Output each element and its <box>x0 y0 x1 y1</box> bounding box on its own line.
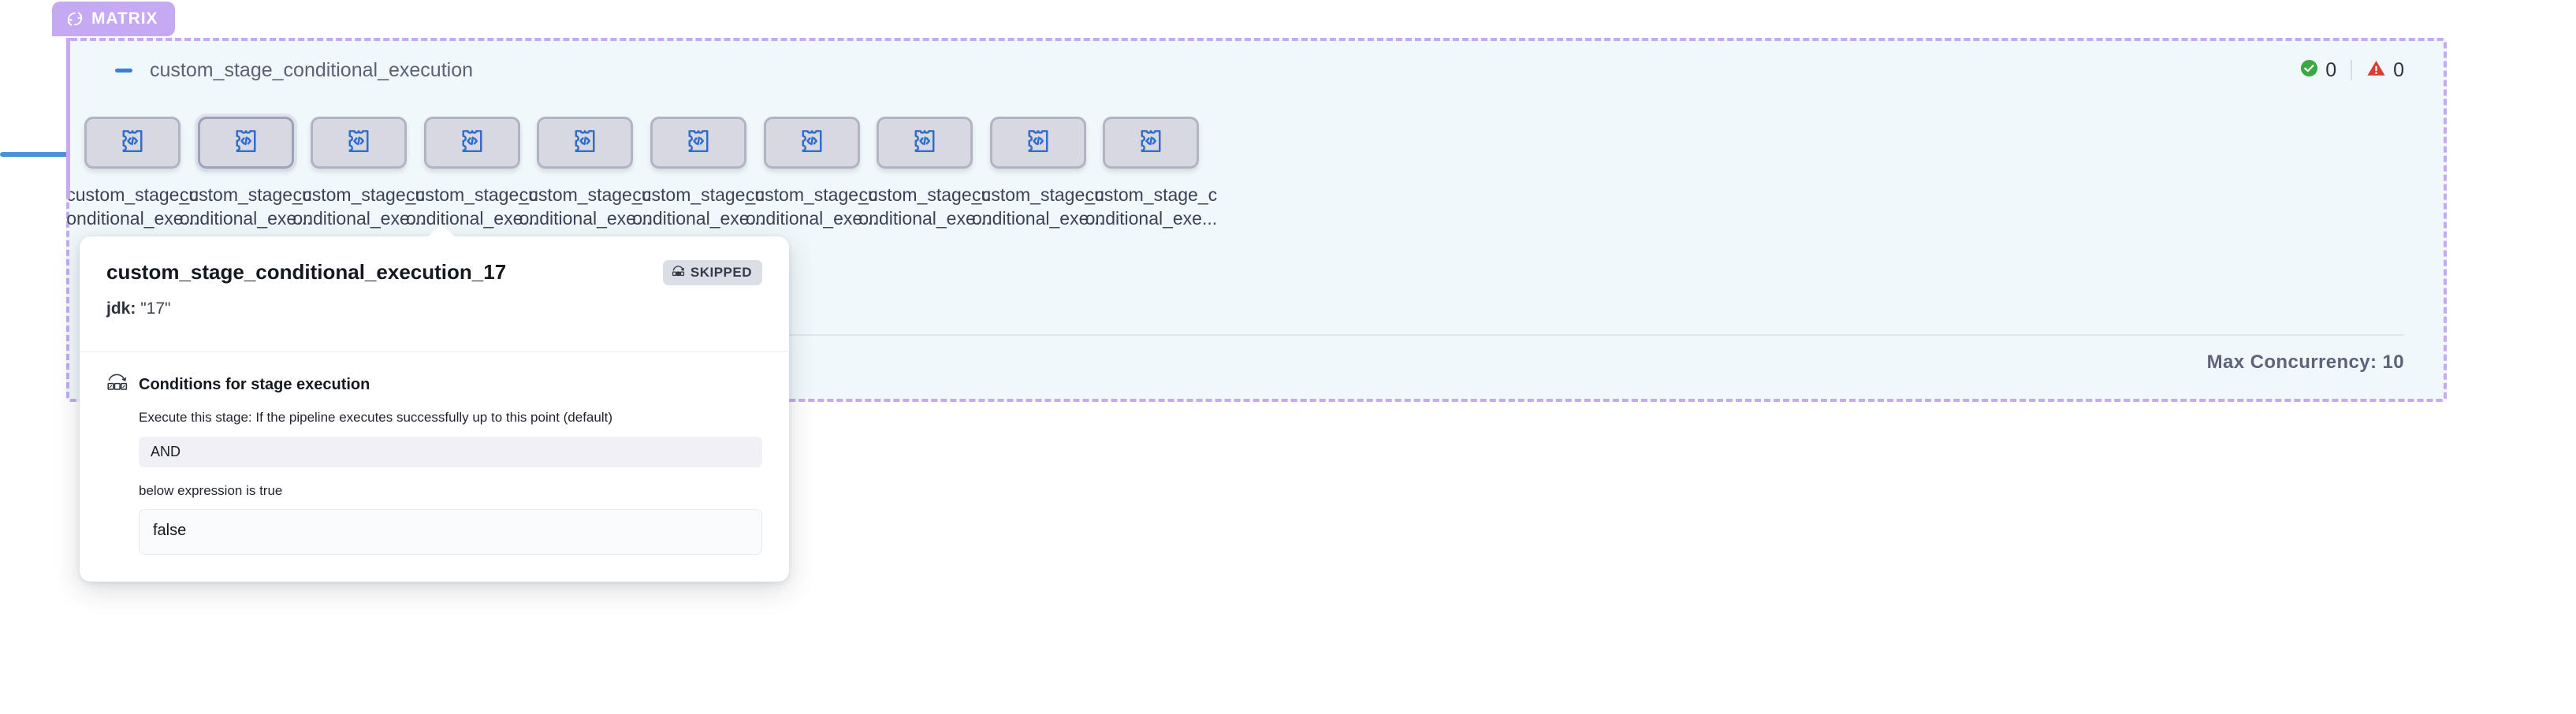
matrix-node-label: custom_stage_conditional_exe... <box>745 184 878 229</box>
custom-stage-code-icon <box>233 128 259 158</box>
counter-divider <box>2351 60 2353 80</box>
tooltip-matrix-value: "17" <box>140 299 171 318</box>
incoming-connector-edge <box>0 152 73 157</box>
matrix-node-2[interactable]: custom_stage_conditional_exe... <box>169 117 323 230</box>
custom-stage-code-icon <box>1137 128 1164 158</box>
custom-stage-code-icon <box>1025 128 1052 158</box>
status-counters: 0 0 <box>2300 59 2404 82</box>
matrix-node-label: custom_stage_conditional_exe... <box>292 184 425 229</box>
custom-stage-code-icon <box>459 128 486 158</box>
footer-divider <box>765 334 2404 336</box>
matrix-group-footer: Max Concurrency: 10 <box>110 334 2404 381</box>
custom-stage-code-icon <box>798 128 825 158</box>
matrix-node-10[interactable]: custom_stage_conditional_exe... <box>1074 117 1228 230</box>
stage-detail-tooltip: custom_stage_conditional_execution_17 SK… <box>80 225 789 582</box>
matrix-node-box[interactable] <box>197 117 294 169</box>
loop-refresh-icon <box>66 10 84 28</box>
matrix-node-box[interactable] <box>537 117 634 169</box>
success-count: 0 <box>2300 59 2351 82</box>
matrix-node-label: custom_stage_conditional_exe... <box>66 184 199 229</box>
matrix-type-tab[interactable]: MATRIX <box>52 2 176 36</box>
conditions-skip-icon <box>106 373 128 396</box>
matrix-node-box[interactable] <box>650 117 746 169</box>
matrix-node-6[interactable]: custom_stage_conditional_exe... <box>621 117 776 230</box>
matrix-node-label: custom_stage_conditional_exe... <box>179 184 312 229</box>
failure-count-value: 0 <box>2393 58 2404 81</box>
matrix-node-9[interactable]: custom_stage_conditional_exe... <box>961 117 1115 230</box>
matrix-node-box[interactable] <box>423 117 520 169</box>
tooltip-matrix-axis: jdk: "17" <box>106 299 762 318</box>
minus-collapse-icon[interactable] <box>110 57 137 84</box>
custom-stage-code-icon <box>911 128 938 158</box>
success-count-value: 0 <box>2325 58 2337 81</box>
matrix-node-label: custom_stage_conditional_exe... <box>1085 184 1218 229</box>
check-circle-icon <box>2300 59 2318 81</box>
conditions-section-title: Conditions for stage execution <box>139 375 370 393</box>
condition-operator: AND <box>139 436 762 467</box>
matrix-node-label: custom_stage_conditional_exe... <box>519 184 652 229</box>
matrix-node-1[interactable]: custom_stage_conditional_exe... <box>55 117 210 230</box>
matrix-node-7[interactable]: custom_stage_conditional_exe... <box>735 117 889 230</box>
skip-over-icon <box>672 265 685 281</box>
matrix-node-box[interactable] <box>989 117 1086 169</box>
matrix-group-header: custom_stage_conditional_execution 0 <box>69 41 2444 99</box>
matrix-group-left-accent <box>66 38 70 199</box>
matrix-node-8[interactable]: custom_stage_conditional_exe... <box>847 117 1002 230</box>
matrix-node-box[interactable] <box>763 117 860 169</box>
expression-value: false <box>139 508 762 555</box>
matrix-node-box[interactable] <box>1103 117 1200 169</box>
matrix-node-label: custom_stage_conditional_exe... <box>972 184 1104 229</box>
max-concurrency-label: Max Concurrency: 10 <box>2206 351 2404 373</box>
warning-triangle-icon <box>2366 59 2386 81</box>
matrix-node-5[interactable]: custom_stage_conditional_exe... <box>508 117 662 230</box>
tooltip-matrix-key: jdk: <box>106 299 136 318</box>
expression-label: below expression is true <box>139 482 283 498</box>
custom-stage-code-icon <box>119 128 146 158</box>
matrix-node-box[interactable] <box>311 117 408 169</box>
status-badge-label: SKIPPED <box>690 265 752 280</box>
tooltip-arrow <box>427 225 456 237</box>
custom-stage-code-icon <box>571 128 598 158</box>
custom-stage-code-icon <box>685 128 712 158</box>
failure-count: 0 <box>2352 59 2404 82</box>
tooltip-title: custom_stage_conditional_execution_17 <box>106 260 507 284</box>
matrix-node-label: custom_stage_conditional_exe... <box>858 184 991 229</box>
matrix-node-box[interactable] <box>877 117 973 169</box>
matrix-group-title: custom_stage_conditional_execution <box>150 58 473 81</box>
matrix-nodes-row: custom_stage_conditional_exe...custom_st… <box>66 99 2444 288</box>
matrix-node-3[interactable]: custom_stage_conditional_exe... <box>281 117 436 230</box>
matrix-node-box[interactable] <box>84 117 181 169</box>
status-badge: SKIPPED <box>662 260 762 285</box>
tooltip-body: Conditions for stage execution Execute t… <box>80 352 789 582</box>
tooltip-header: custom_stage_conditional_execution_17 SK… <box>80 236 789 352</box>
matrix-node-4[interactable]: custom_stage_conditional_exe... <box>395 117 549 230</box>
matrix-tab-label: MATRIX <box>91 9 158 28</box>
conditions-section-header: Conditions for stage execution <box>106 373 762 396</box>
matrix-node-label: custom_stage_conditional_exe... <box>632 184 765 229</box>
custom-stage-code-icon <box>345 128 372 158</box>
conditions-description: Execute this stage: If the pipeline exec… <box>139 410 613 425</box>
